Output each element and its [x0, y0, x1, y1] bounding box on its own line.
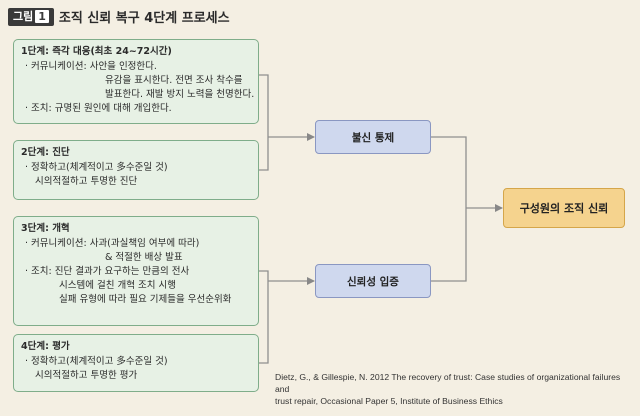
stage-1-line: · 조치: 규명된 원인에 대해 개입한다. [25, 103, 172, 114]
stage-2-box: 2단계: 진단 · 정확하고(체계적이고 多수준일 것) 시의적절하고 투명한 … [13, 140, 259, 200]
stage-1-line: 유감을 표시한다. 전면 조사 착수를 [105, 75, 243, 86]
stage-1-box: 1단계: 즉각 대응(최초 24~72시간) · 커뮤니케이션: 사안을 인정한… [13, 39, 259, 124]
figure-number: 1 [35, 9, 49, 23]
connector-stage4 [259, 281, 269, 364]
stage-2-line: 시의적절하고 투명한 진단 [35, 176, 138, 187]
stage-1-line: · 커뮤니케이션: 사안을 인정한다. [25, 61, 157, 72]
stage-4-box: 4단계: 평가 · 정확하고(체계적이고 多수준일 것) 시의적절하고 투명한 … [13, 334, 259, 392]
stage-4-line: · 정확하고(체계적이고 多수준일 것) [25, 356, 168, 367]
stage-3-line: · 조치: 진단 결과가 요구하는 만큼의 전사 [25, 266, 190, 277]
stage-4-title: 4단계: 평가 [21, 341, 70, 352]
final-outcome-box: 구성원의 조직 신뢰 [503, 188, 625, 228]
stage-3-line: & 적절한 배상 발표 [105, 252, 183, 263]
connector-stage2 [259, 137, 269, 171]
stage-3-line: · 커뮤니케이션: 사과(과실책임 여부에 따라) [25, 238, 200, 249]
stage-1-line: 발표한다. 재발 방지 노력을 천명한다. [105, 89, 255, 100]
trust-proof-box: 신뢰성 입증 [315, 264, 431, 298]
source-citation: Dietz, G., & Gillespie, N. 2012 The reco… [275, 371, 635, 407]
stage-4-line: 시의적절하고 투명한 평가 [35, 370, 138, 381]
stage-3-line: 시스템에 걸친 개혁 조치 시행 [59, 280, 176, 291]
source-line-2: trust repair, Occasional Paper 5, Instit… [275, 396, 503, 406]
stage-2-line: · 정확하고(체계적이고 多수준일 것) [25, 162, 168, 173]
figure-title: 조직 신뢰 복구 4단계 프로세스 [58, 11, 230, 26]
stage-3-line: 실패 유형에 따라 필요 기제들을 우선순위화 [59, 294, 232, 305]
stage-3-box: 3단계: 개혁 · 커뮤니케이션: 사과(과실책임 여부에 따라) & 적절한 … [13, 216, 259, 326]
connector-trust-out [431, 208, 467, 282]
source-line-1: Dietz, G., & Gillespie, N. 2012 The reco… [275, 372, 621, 394]
stage-2-title: 2단계: 진단 [21, 147, 70, 158]
connector-distrust-out [431, 136, 467, 208]
stage-3-title: 3단계: 개혁 [21, 223, 70, 234]
distrust-control-box: 불신 통제 [315, 120, 431, 154]
connector-stage3 [259, 270, 269, 281]
stage-1-title: 1단계: 즉각 대응(최초 24~72시간) [21, 46, 172, 57]
connector-stage1 [259, 74, 269, 137]
